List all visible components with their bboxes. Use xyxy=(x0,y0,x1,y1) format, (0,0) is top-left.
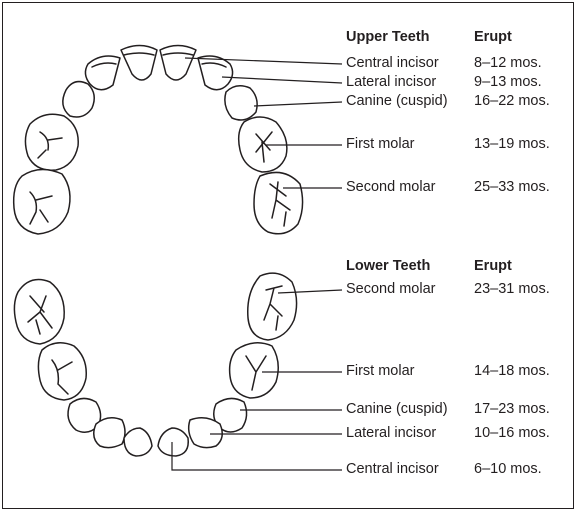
upper-row-erupt: 25–33 mos. xyxy=(474,179,550,196)
lower-row-label: Canine (cuspid) xyxy=(346,401,448,418)
lower-row-label: Central incisor xyxy=(346,461,439,478)
lower-lateral-incisor-right xyxy=(189,418,223,448)
upper-second-molar-left xyxy=(14,169,70,234)
lower-row-erupt: 10–16 mos. xyxy=(474,425,550,442)
lower-central-incisor-left xyxy=(124,428,152,456)
upper-central-incisor-right xyxy=(160,46,196,81)
lower-row-label: Lateral incisor xyxy=(346,425,436,442)
upper-row-erupt: 13–19 mos. xyxy=(474,136,550,153)
lower-row-erupt: 23–31 mos. xyxy=(474,281,550,298)
upper-row-label: First molar xyxy=(346,136,414,153)
lower-row-erupt: 6–10 mos. xyxy=(474,461,542,478)
upper-first-molar-left xyxy=(25,114,78,170)
upper-lateral-incisor-right xyxy=(198,56,233,90)
lower-first-molar-left xyxy=(38,343,86,400)
lower-teeth-header: Lower Teeth xyxy=(346,258,430,275)
upper-lateral-incisor-left xyxy=(85,56,120,90)
upper-teeth-header: Upper Teeth xyxy=(346,29,430,46)
lower-central-incisor-right xyxy=(158,428,188,456)
upper-row-erupt: 8–12 mos. xyxy=(474,55,542,72)
upper-row-erupt: 9–13 mos. xyxy=(474,74,542,91)
lower-first-molar-right xyxy=(230,343,279,398)
upper-row-label: Canine (cuspid) xyxy=(346,93,448,110)
upper-row-erupt: 16–22 mos. xyxy=(474,93,550,110)
upper-central-incisor-left xyxy=(121,46,157,81)
upper-row-label: Central incisor xyxy=(346,55,439,72)
upper-canine-right xyxy=(225,86,257,120)
upper-row-label: Lateral incisor xyxy=(346,74,436,91)
upper-lateral-incisor-leader xyxy=(222,77,342,83)
lower-row-label: First molar xyxy=(346,363,414,380)
upper-arch xyxy=(14,46,303,235)
lower-arch xyxy=(14,273,296,456)
lower-row-erupt: 17–23 mos. xyxy=(474,401,550,418)
lower-row-erupt: 14–18 mos. xyxy=(474,363,550,380)
lower-lateral-incisor-left xyxy=(94,418,125,448)
upper-erupt-header: Erupt xyxy=(474,29,512,46)
upper-row-label: Second molar xyxy=(346,179,435,196)
lower-erupt-header: Erupt xyxy=(474,258,512,275)
upper-canine-leader xyxy=(254,102,342,106)
upper-canine-left xyxy=(63,82,94,117)
lower-row-label: Second molar xyxy=(346,281,435,298)
